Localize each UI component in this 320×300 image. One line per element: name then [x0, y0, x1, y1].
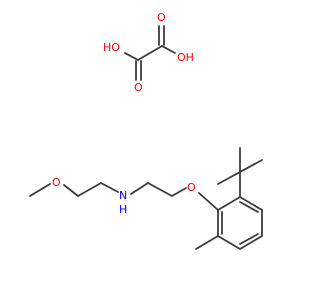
- bond-tbutyl-me-right: [239, 159, 263, 173]
- label-ho: HO: [103, 41, 120, 54]
- label-oxalic-o-bottom: O: [134, 81, 143, 94]
- bond-oxalic-c-oh-right: [161, 45, 176, 54]
- benzene-ring: [217, 195, 263, 251]
- bond-tbutyl-me-left: [217, 171, 241, 185]
- bond-o-ch2: [63, 184, 79, 197]
- oxalic-acid: HO OH O O: [103, 11, 194, 94]
- molecule-canvas: HO OH O O: [29, 11, 263, 251]
- bond-ch2-n: [100, 182, 119, 193]
- label-oh: OH: [177, 51, 194, 64]
- bond-n-ch2: [130, 182, 149, 195]
- label-methoxy-o: O: [52, 176, 61, 189]
- bond-ch3-o: [29, 183, 51, 197]
- label-amine-n: N: [119, 189, 127, 202]
- label-aryl-ether-o: O: [187, 181, 196, 194]
- ring-double-bond-1: [239, 201, 259, 213]
- bond-ch2-ch2-a: [77, 182, 102, 197]
- molecule-structure: HO OH O O: [29, 11, 263, 251]
- label-oxalic-o-top: O: [157, 11, 166, 24]
- bond-ch2-o-aryl: [171, 187, 187, 197]
- bond-oxalic-c-oh-left: [124, 52, 139, 61]
- bond-o-aryl-ring: [198, 192, 219, 211]
- ring-double-bond-2: [239, 233, 259, 245]
- bond-oxalic-c-c: [137, 45, 163, 61]
- bond-ch2-ch2-b: [147, 182, 173, 197]
- bond-ring-methyl: [195, 235, 219, 250]
- amine-ether-molecule: O N H O: [29, 147, 263, 251]
- label-amine-h: H: [119, 203, 127, 216]
